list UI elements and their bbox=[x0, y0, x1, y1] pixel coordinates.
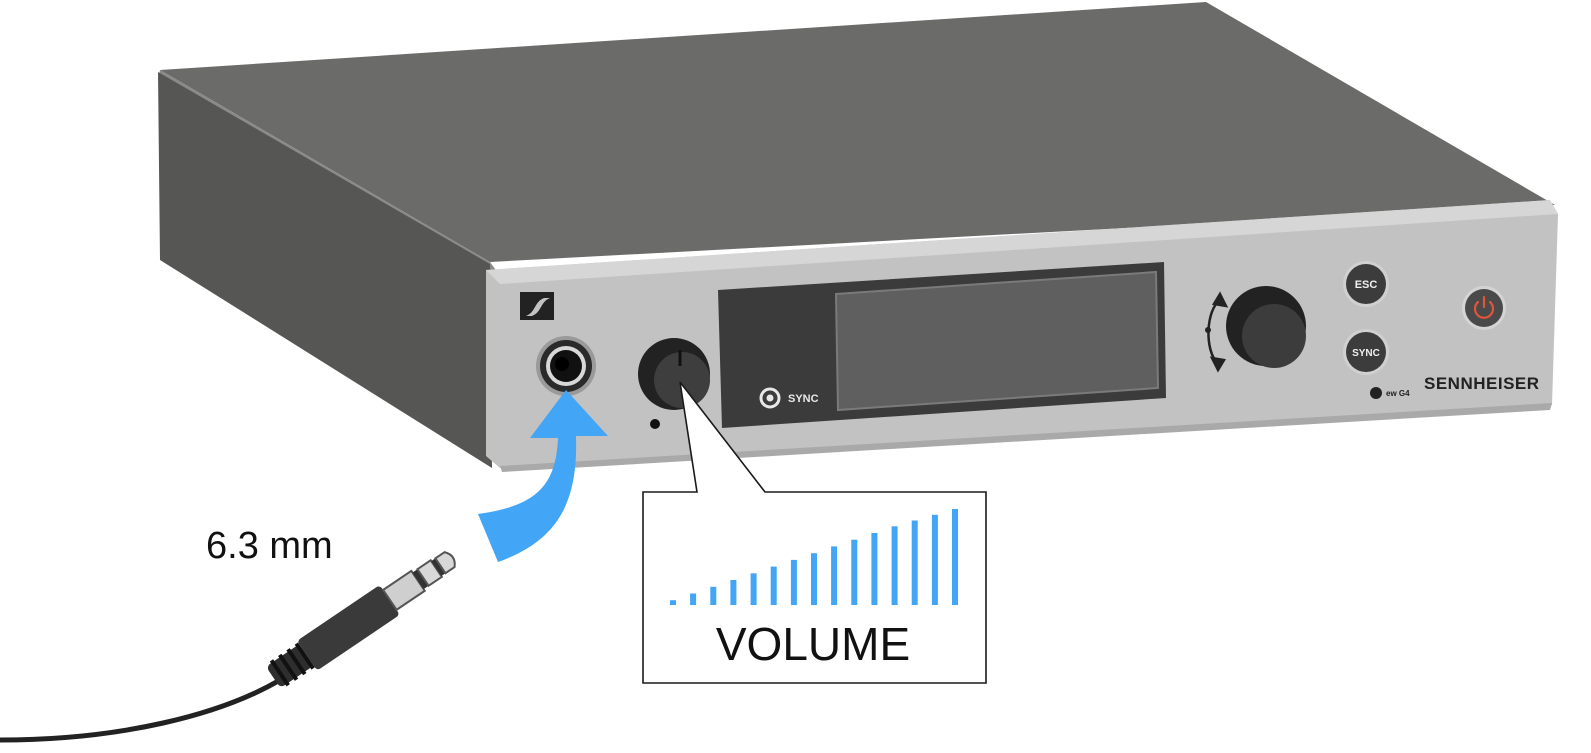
ew-g4-logo-icon bbox=[1370, 387, 1382, 399]
esc-button-label: ESC bbox=[1355, 279, 1378, 291]
volume-bar-group bbox=[670, 509, 958, 605]
rotate-arrows-icon bbox=[1205, 291, 1229, 373]
headphone-plug bbox=[0, 551, 456, 743]
volume-bar bbox=[770, 566, 777, 605]
volume-bar bbox=[952, 509, 958, 605]
power-icon bbox=[1473, 295, 1495, 319]
jog-dial[interactable] bbox=[1226, 286, 1306, 368]
volume-label: VOLUME bbox=[716, 618, 910, 670]
volume-bar bbox=[730, 580, 737, 605]
callout-box bbox=[642, 381, 987, 684]
volume-bar bbox=[670, 600, 676, 605]
volume-bar bbox=[851, 539, 858, 605]
cable bbox=[0, 677, 282, 743]
volume-bar bbox=[931, 514, 938, 605]
sennheiser-logo-icon bbox=[520, 292, 554, 320]
brand-label: SENNHEISER bbox=[1424, 374, 1540, 393]
front-panel-bevel bbox=[486, 200, 1558, 284]
series-label: ew G4 bbox=[1386, 389, 1410, 398]
esc-button[interactable]: ESC bbox=[1343, 261, 1389, 307]
sync-button[interactable]: SYNC bbox=[1343, 329, 1389, 375]
volume-indicator-dot bbox=[650, 419, 660, 429]
volume-bar bbox=[871, 533, 878, 605]
volume-knob[interactable] bbox=[638, 338, 710, 410]
volume-bar bbox=[891, 526, 898, 605]
device-side bbox=[158, 72, 492, 468]
sync-ring-icon bbox=[759, 387, 781, 409]
volume-bar bbox=[811, 553, 817, 605]
volume-bar bbox=[911, 520, 918, 605]
power-button[interactable] bbox=[1462, 286, 1506, 330]
volume-bar bbox=[750, 573, 757, 605]
sync-button-label: SYNC bbox=[1352, 348, 1380, 359]
insertion-arrow bbox=[478, 390, 608, 562]
sync-indicator-label: SYNC bbox=[788, 393, 819, 405]
headphone-jack[interactable] bbox=[536, 336, 596, 396]
device-top bbox=[160, 2, 1555, 262]
volume-bar bbox=[790, 559, 797, 605]
volume-bar bbox=[831, 546, 838, 605]
display-screen bbox=[834, 270, 1160, 412]
volume-callout: VOLUME bbox=[642, 381, 987, 684]
plug-size-label: 6.3 mm bbox=[206, 525, 333, 567]
receiver-device: SYNC ESC SYNC bbox=[158, 2, 1558, 472]
volume-bar bbox=[690, 593, 697, 605]
front-panel-bottom bbox=[500, 403, 1552, 472]
volume-bar bbox=[710, 586, 717, 605]
